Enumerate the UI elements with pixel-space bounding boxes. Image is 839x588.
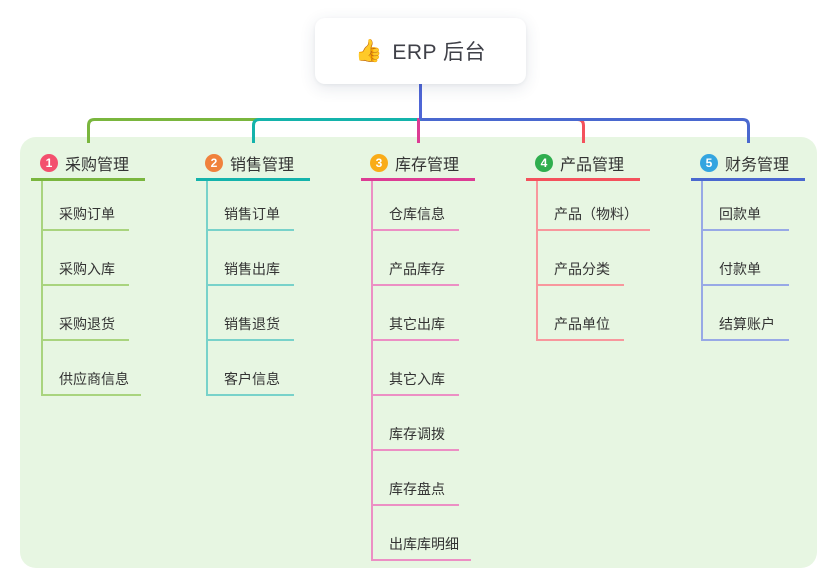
child-node[interactable]: 供应商信息 <box>41 366 141 396</box>
branch-label: 财务管理 <box>725 157 790 174</box>
child-node[interactable]: 产品库存 <box>371 256 459 286</box>
child-node[interactable]: 出库库明细 <box>371 531 471 561</box>
branch-label: 销售管理 <box>230 157 295 174</box>
child-node[interactable]: 仓库信息 <box>371 201 459 231</box>
branch-node: 2 销售管理销售订单销售出库销售退货客户信息 <box>196 148 310 396</box>
child-node[interactable]: 销售出库 <box>206 256 294 286</box>
thumbs-up-icon: 👍 <box>354 38 383 63</box>
child-node[interactable]: 库存盘点 <box>371 476 459 506</box>
child-node[interactable]: 销售退货 <box>206 311 294 341</box>
child-node[interactable]: 采购退货 <box>41 311 129 341</box>
branch-connector-line <box>536 181 538 341</box>
branches-panel <box>20 137 817 568</box>
child-node[interactable]: 产品（物料） <box>536 201 650 231</box>
child-node[interactable]: 付款单 <box>701 256 789 286</box>
branch-connector-line <box>206 181 208 396</box>
root-node[interactable]: 👍 ERP 后台 <box>315 18 526 84</box>
branch-number-badge: 3 <box>370 154 388 172</box>
branch-connector-line <box>701 181 703 341</box>
child-node[interactable]: 客户信息 <box>206 366 294 396</box>
child-node[interactable]: 结算账户 <box>701 311 789 341</box>
child-node[interactable]: 采购订单 <box>41 201 129 231</box>
child-node[interactable]: 回款单 <box>701 201 789 231</box>
branch-number-badge: 2 <box>205 154 223 172</box>
branch-header[interactable]: 4 产品管理 <box>526 148 640 181</box>
root-title: ERP 后台 <box>392 41 487 64</box>
branch-node: 5 财务管理回款单付款单结算账户 <box>691 148 805 341</box>
branch-number-badge: 5 <box>700 154 718 172</box>
child-node[interactable]: 产品分类 <box>536 256 624 286</box>
branch-node: 1 采购管理采购订单采购入库采购退货供应商信息 <box>31 148 145 396</box>
branch-header[interactable]: 5 财务管理 <box>691 148 805 181</box>
branch-node: 3 库存管理仓库信息产品库存其它出库其它入库库存调拨库存盘点出库库明细 <box>361 148 475 561</box>
branch-number-badge: 4 <box>535 154 553 172</box>
branch-header[interactable]: 1 采购管理 <box>31 148 145 181</box>
child-node[interactable]: 采购入库 <box>41 256 129 286</box>
branch-node: 4 产品管理产品（物料） 产品分类产品单位 <box>526 148 650 341</box>
child-node[interactable]: 其它出库 <box>371 311 459 341</box>
branch-label: 库存管理 <box>395 157 460 174</box>
branch-connector-line <box>371 181 373 561</box>
branch-connector-line <box>41 181 43 396</box>
branch-label: 产品管理 <box>560 157 625 174</box>
branch-header[interactable]: 2 销售管理 <box>196 148 310 181</box>
child-node[interactable]: 销售订单 <box>206 201 294 231</box>
branch-header[interactable]: 3 库存管理 <box>361 148 475 181</box>
child-node[interactable]: 库存调拨 <box>371 421 459 451</box>
child-node[interactable]: 产品单位 <box>536 311 624 341</box>
branch-label: 采购管理 <box>65 157 130 174</box>
branch-number-badge: 1 <box>40 154 58 172</box>
child-node[interactable]: 其它入库 <box>371 366 459 396</box>
